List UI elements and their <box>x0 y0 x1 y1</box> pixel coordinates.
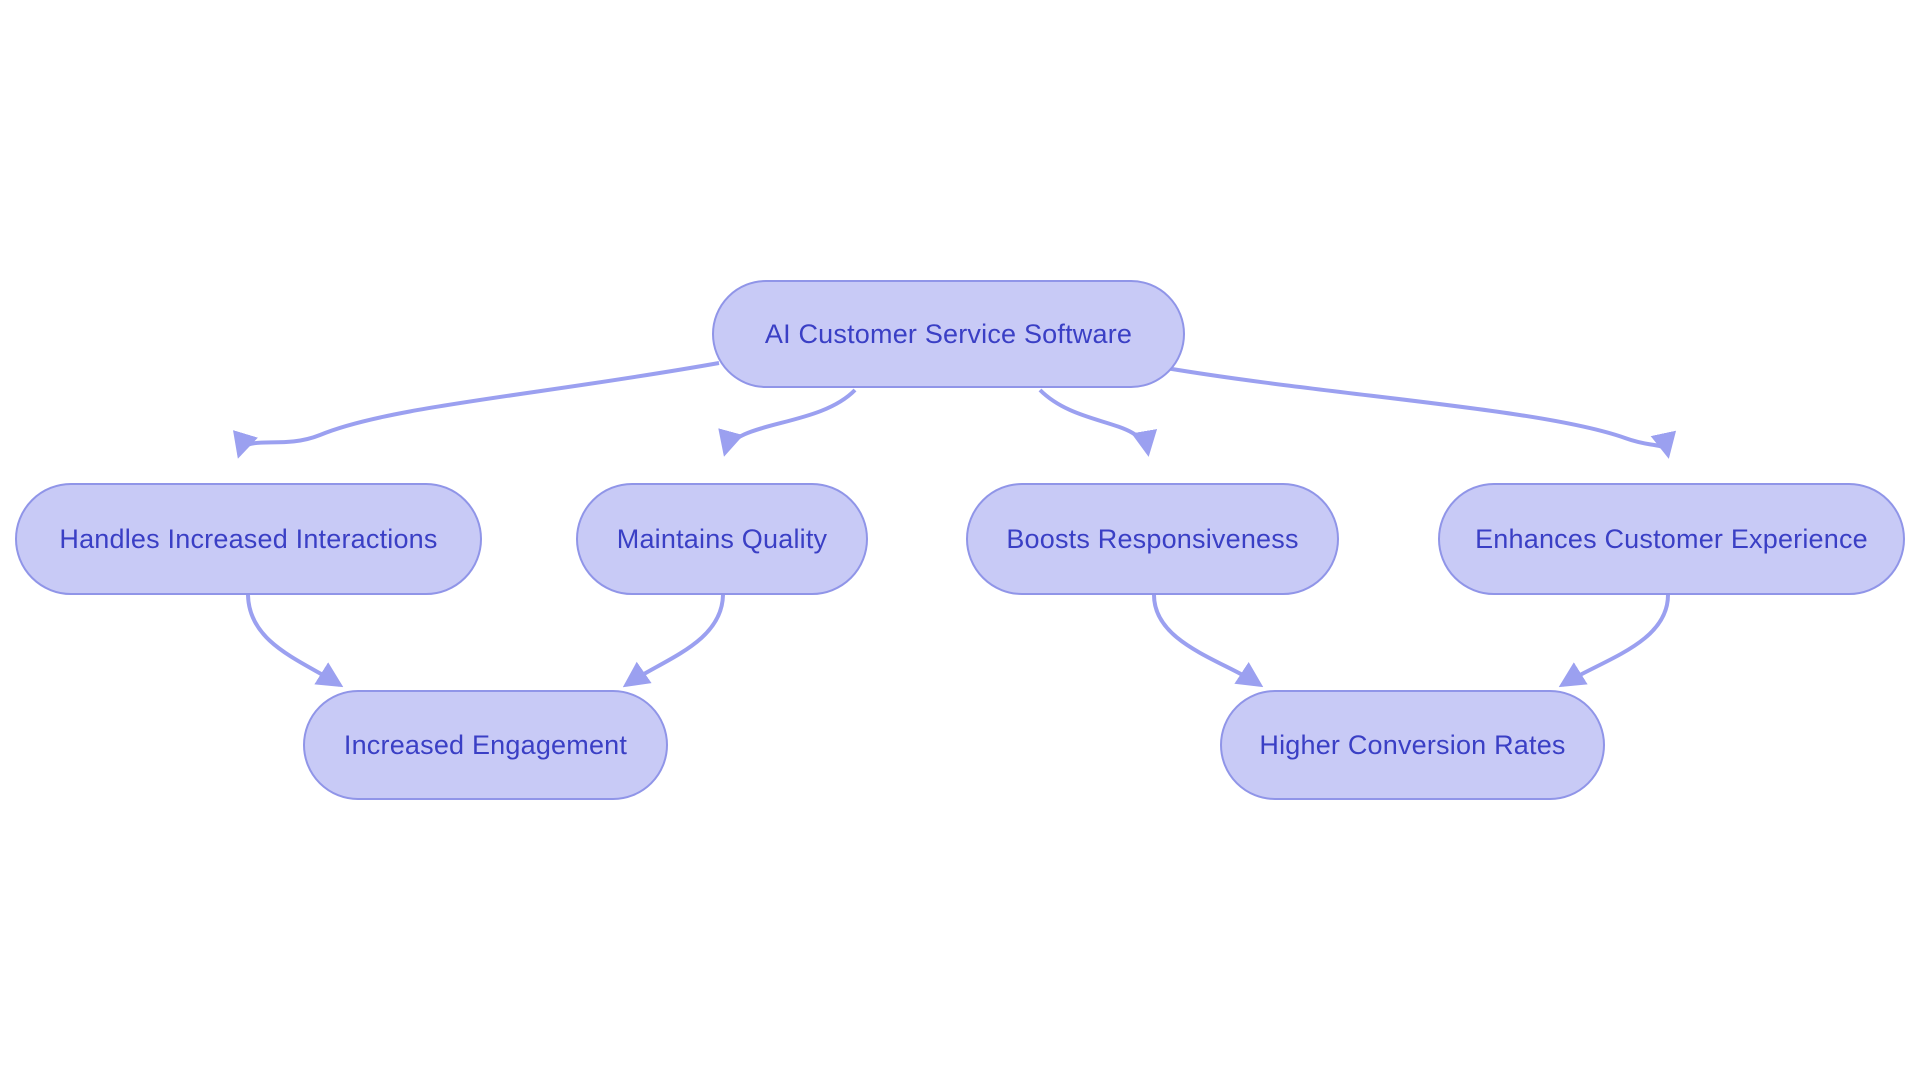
node-label: Boosts Responsiveness <box>1006 523 1299 554</box>
node-boosts-responsiveness: Boosts Responsiveness <box>966 483 1339 595</box>
node-increased-engagement: Increased Engagement <box>303 690 668 800</box>
node-ai-customer-service-software: AI Customer Service Software <box>712 280 1185 388</box>
edge-root-to-handles <box>233 361 720 459</box>
edge-handles-to-engagement <box>246 594 344 688</box>
edge-root-to-boosts <box>1038 388 1158 457</box>
node-label: Enhances Customer Experience <box>1475 523 1868 554</box>
node-label: Higher Conversion Rates <box>1259 729 1566 760</box>
node-label: Increased Engagement <box>343 729 628 760</box>
node-maintains-quality: Maintains Quality <box>576 483 868 595</box>
edge-enhances-to-conversion <box>1558 594 1670 688</box>
edge-root-to-enhances <box>1159 365 1677 459</box>
node-label: Maintains Quality <box>616 523 828 554</box>
edge-maintains-to-engagement <box>622 594 725 688</box>
node-handles-increased-interactions: Handles Increased Interactions <box>15 483 482 595</box>
node-enhances-customer-experience: Enhances Customer Experience <box>1438 483 1905 595</box>
edge-root-to-maintains <box>718 388 857 457</box>
node-label: Handles Increased Interactions <box>59 523 438 554</box>
node-higher-conversion-rates: Higher Conversion Rates <box>1220 690 1605 800</box>
node-label: AI Customer Service Software <box>764 318 1133 349</box>
edge-boosts-to-conversion <box>1152 594 1264 688</box>
